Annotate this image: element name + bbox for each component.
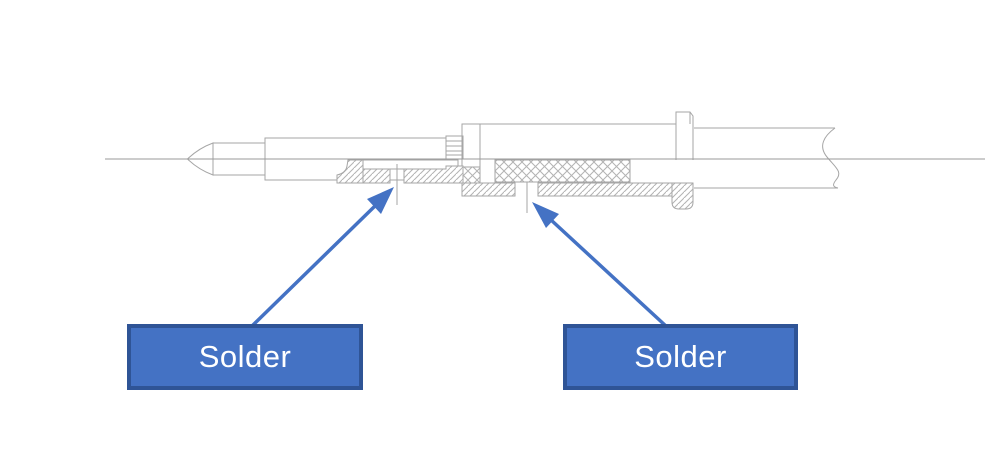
arrow-head-right	[532, 202, 559, 228]
crimp-lines	[446, 140, 463, 156]
cable	[630, 127, 840, 189]
arrow-head-left	[367, 187, 394, 214]
housing-outline	[461, 123, 676, 183]
solder-callout-right-label: Solder	[634, 339, 727, 374]
cable-break-line	[822, 127, 840, 189]
clamp-sleeve-left	[362, 168, 391, 184]
sectioned-parts	[336, 159, 694, 210]
solder-callout-right: Solder	[563, 324, 798, 390]
crimp-section	[445, 135, 464, 160]
retainer-foot	[671, 182, 694, 210]
callout-arrow-left	[250, 187, 394, 328]
contact-clamp-block	[336, 159, 364, 184]
inner-conductor-tab	[362, 159, 459, 170]
solder-callout-left: Solder	[127, 324, 363, 390]
insulator-large	[494, 159, 631, 183]
callout-arrow-right	[532, 202, 669, 329]
clamp-sleeve-right	[403, 165, 464, 184]
retainer-strip-right	[537, 182, 676, 197]
arrow-shaft-left	[250, 203, 378, 328]
solder-callout-left-label: Solder	[198, 339, 292, 374]
retainer-strip-left	[461, 182, 516, 197]
housing-flange	[675, 111, 694, 160]
arrow-shaft-right	[548, 217, 669, 329]
